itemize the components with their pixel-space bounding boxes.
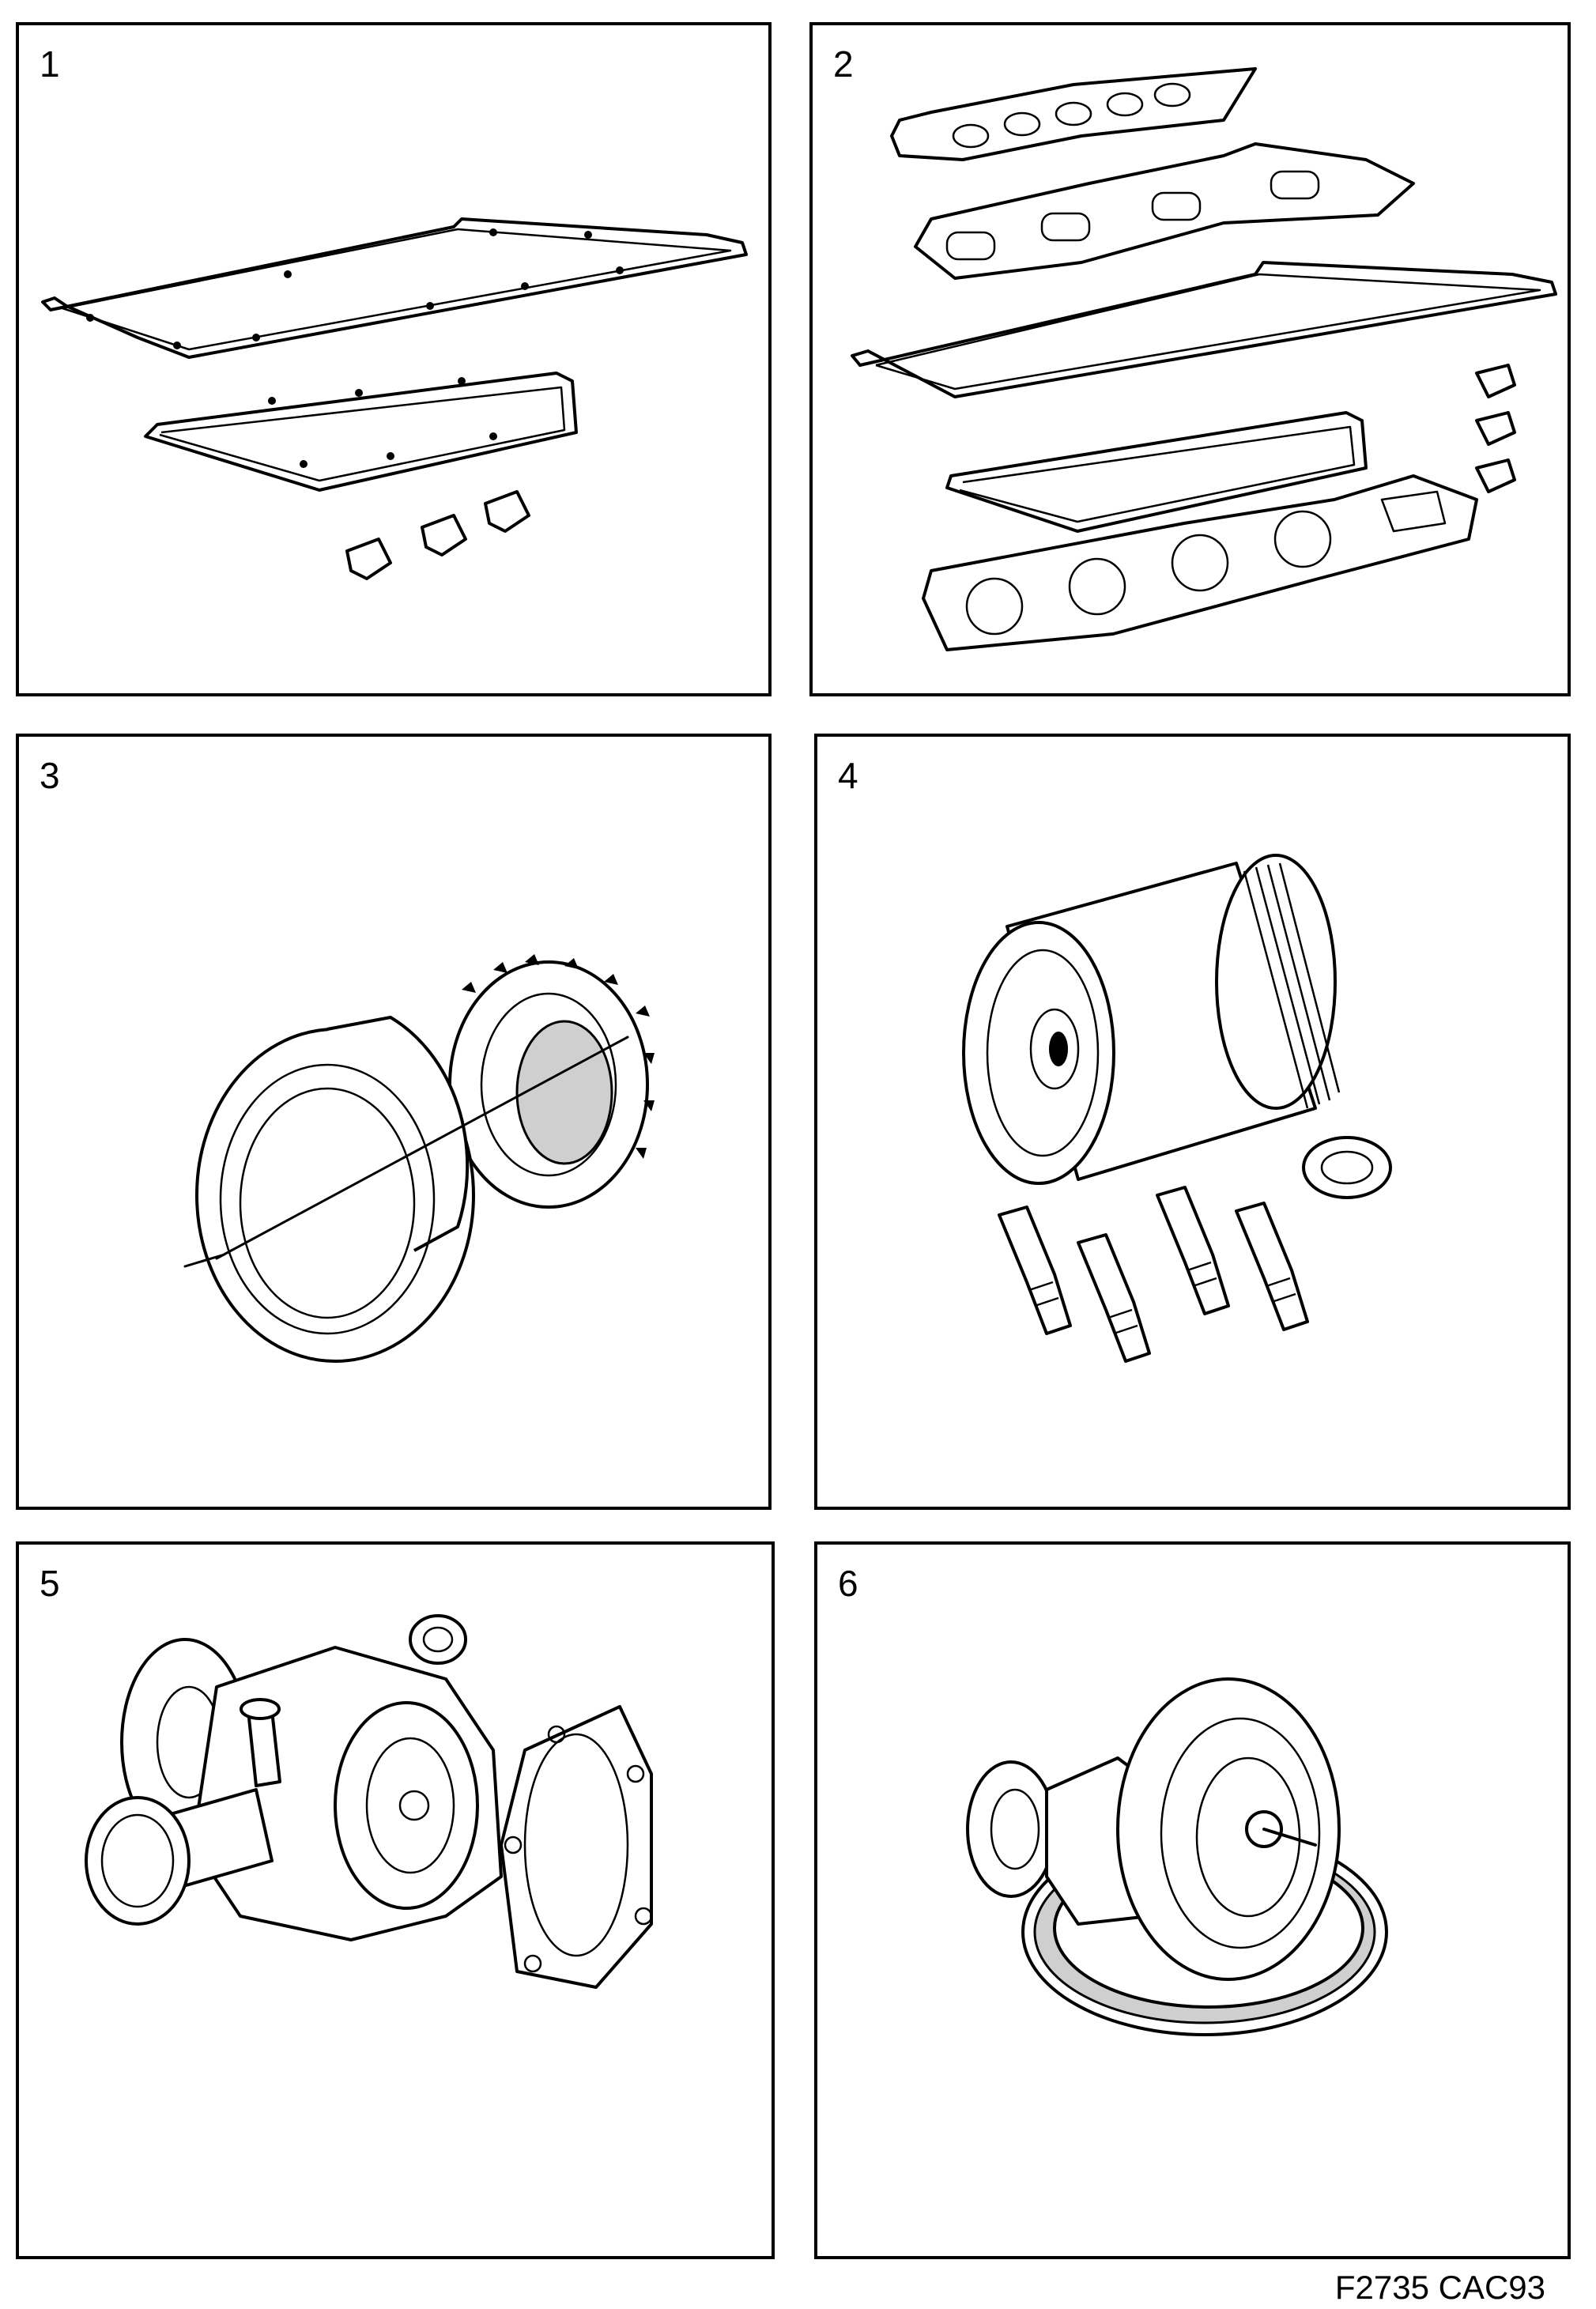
panel-5: 5 xyxy=(16,1541,775,2259)
panel-1: 1 xyxy=(16,22,772,696)
thermostat-icon xyxy=(966,1677,1388,2036)
panel-3: 3 xyxy=(16,734,772,1510)
water-pump-icon xyxy=(85,1614,653,1989)
panel-number: 1 xyxy=(40,43,60,85)
rocker-cover-gasket-set-icon xyxy=(41,217,748,580)
panel-number: 3 xyxy=(40,755,60,796)
timing-gear-set-icon xyxy=(183,954,655,1363)
figure-code: F2735 CAC93 xyxy=(1334,2269,1545,2306)
oil-filter-spark-plugs-icon xyxy=(962,854,1392,1363)
panel-4: 4 xyxy=(814,734,1571,1510)
panel-2: 2 xyxy=(809,22,1571,696)
head-gasket-set-icon xyxy=(851,67,1557,651)
panel-number: 6 xyxy=(838,1563,858,1604)
panel-number: 2 xyxy=(833,43,854,85)
panel-number: 5 xyxy=(40,1563,60,1604)
panel-6: 6 xyxy=(814,1541,1571,2259)
panel-number: 4 xyxy=(838,755,858,796)
